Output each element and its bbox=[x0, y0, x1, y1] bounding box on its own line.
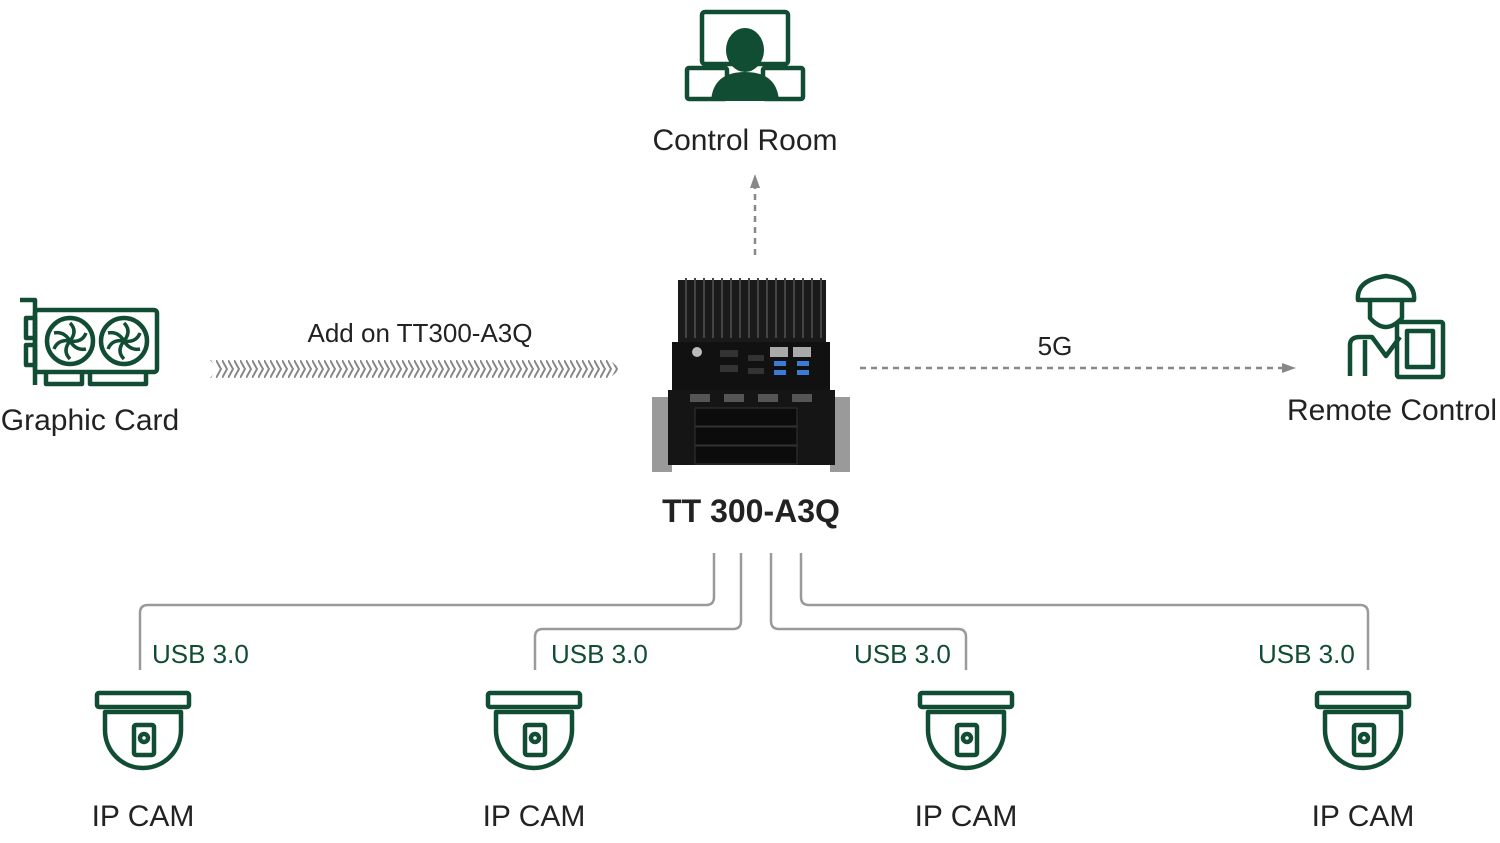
5g-arrow bbox=[860, 363, 1296, 373]
usb-line-4 bbox=[799, 553, 1370, 670]
control-room-icon bbox=[684, 9, 806, 102]
usb-line-3 bbox=[769, 553, 968, 670]
ip-cam-label-3: IP CAM bbox=[915, 800, 1018, 833]
usb-label-2: USB 3.0 bbox=[551, 639, 648, 669]
usb-connections bbox=[138, 553, 1370, 670]
addon-arrow bbox=[210, 360, 620, 378]
ip-camera-icon bbox=[97, 693, 189, 768]
usb-label-3: USB 3.0 bbox=[854, 639, 951, 669]
device-image bbox=[652, 278, 850, 472]
graphic-card-icon bbox=[20, 297, 160, 387]
ip-camera-icon bbox=[1317, 693, 1409, 768]
uplink-arrow bbox=[750, 174, 760, 255]
usb-line-2 bbox=[533, 553, 743, 670]
usb-line-1 bbox=[138, 553, 716, 670]
ip-camera-icon bbox=[920, 693, 1012, 768]
5g-label: 5G bbox=[1038, 331, 1073, 361]
remote-control-label: Remote Control bbox=[1287, 394, 1497, 427]
control-room-label: Control Room bbox=[652, 124, 837, 157]
ip-cam-label-2: IP CAM bbox=[483, 800, 586, 833]
remote-control-icon bbox=[1347, 273, 1446, 380]
usb-label-4: USB 3.0 bbox=[1258, 639, 1355, 669]
ip-cam-label-4: IP CAM bbox=[1312, 800, 1415, 833]
ip-cam-label-1: IP CAM bbox=[92, 800, 195, 833]
graphic-card-label: Graphic Card bbox=[1, 404, 179, 437]
ip-camera-icon bbox=[488, 693, 580, 768]
addon-label: Add on TT300-A3Q bbox=[308, 318, 533, 348]
device-label: TT 300-A3Q bbox=[662, 493, 840, 529]
usb-label-1: USB 3.0 bbox=[152, 639, 249, 669]
